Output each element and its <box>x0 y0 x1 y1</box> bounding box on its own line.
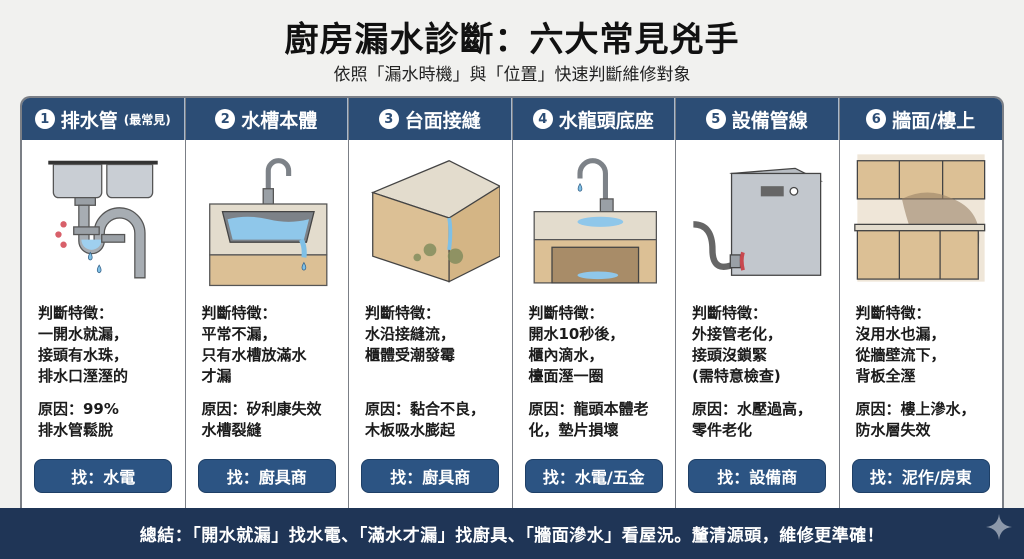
faucet-base-illustration <box>513 140 676 295</box>
column-header: 1 排水管 (最常見) <box>22 98 185 140</box>
sparkle-icon <box>986 514 1012 540</box>
column-countertop-seam: 3 台面接縫 判斷特徵： 水沿接縫流， 櫃體受潮發霉 原因：黏合不良 <box>349 98 513 508</box>
column-title: 排水管 <box>60 109 118 132</box>
column-header: 3 台面接縫 <box>349 98 512 140</box>
cause-text: 原因：龍頭本體老 化，墊片損壞 <box>528 400 649 439</box>
overflowing-sink-illustration <box>186 140 349 295</box>
find-plumber-hardware-button[interactable]: 找：水電/五金 <box>524 459 663 493</box>
column-header: 2 水槽本體 <box>185 98 348 140</box>
features-text: 判斷特徵： 外接管老化， 接頭沒鎖緊 (需特意檢查) <box>692 304 783 385</box>
find-equipment-vendor-button[interactable]: 找：設備商 <box>688 459 827 493</box>
column-title: 牆面/樓上 <box>892 109 976 132</box>
number-badge: 2 <box>215 109 236 129</box>
summary-banner: 總結：「開水就漏」找水電、「滿水才漏」找廚具、「牆面滲水」看屋況。釐清源頭，維修… <box>0 508 1024 559</box>
column-wall-upstairs: 6 牆面/樓上 判斷特徵： 沒用水也漏， 從牆壁流下， 背板全溼 <box>839 98 1003 508</box>
find-plumber-button[interactable]: 找：水電 <box>34 459 173 493</box>
page-subtitle: 依照「漏水時機」與「位置」快速判斷維修對象 <box>333 65 691 85</box>
dishwasher-hose-illustration <box>676 140 839 295</box>
features-text: 判斷特徵： 水沿接縫流， 櫃體受潮發霉 <box>365 304 456 364</box>
diagnosis-table: 1 排水管 (最常見) <box>20 96 1004 508</box>
find-kitchen-vendor-button[interactable]: 找：廚具商 <box>361 459 500 493</box>
column-title: 台面接縫 <box>404 109 481 132</box>
find-mason-landlord-button[interactable]: 找：泥作/房東 <box>851 459 990 493</box>
number-badge: 4 <box>532 109 553 129</box>
column-title: 設備管線 <box>731 109 808 132</box>
cause-text: 原因：矽利康失效 水槽裂縫 <box>201 400 322 439</box>
column-faucet-base: 4 水龍頭底座 判斷特徵： 開水10秒後， 櫃內滴水， <box>512 98 676 508</box>
number-badge: 1 <box>34 109 55 129</box>
column-drain-pipe: 1 排水管 (最常見) <box>22 98 186 508</box>
cause-text: 原因：99% 排水管鬆脫 <box>38 400 119 439</box>
column-sink-body: 2 水槽本體 判斷特徵： 平常不漏， 只有水槽放滿水 <box>185 98 349 508</box>
number-badge: 5 <box>705 109 726 129</box>
column-header: 4 水龍頭底座 <box>512 98 675 140</box>
column-note: (最常見) <box>123 112 171 127</box>
cause-text: 原因：黏合不良， 木板吸水膨起 <box>365 400 486 439</box>
features-text: 判斷特徵： 平常不漏， 只有水槽放滿水 才漏 <box>201 304 307 385</box>
column-header: 6 牆面/樓上 <box>839 98 1002 140</box>
column-title: 水龍頭底座 <box>558 109 654 132</box>
leaking-drain-pipe-illustration <box>22 140 185 295</box>
column-equipment-hose: 5 設備管線 判斷特徵： 外接管老化， 接頭沒鎖緊 (需特意檢查) <box>676 98 840 508</box>
column-header: 5 設備管線 <box>676 98 839 140</box>
features-text: 判斷特徵： 開水10秒後， 櫃內滴水， 檯面溼一圈 <box>528 304 625 385</box>
column-title: 水槽本體 <box>241 109 318 132</box>
page-title: 廚房漏水診斷：六大常見兇手 <box>284 20 740 60</box>
find-kitchen-vendor-button[interactable]: 找：廚具商 <box>197 459 336 493</box>
cause-text: 原因：樓上滲水， 防水層失效 <box>855 400 976 439</box>
number-badge: 6 <box>866 109 887 129</box>
features-text: 判斷特徵： 一開水就漏， 接頭有水珠， 排水口溼溼的 <box>38 304 129 385</box>
number-badge: 3 <box>378 109 399 129</box>
features-text: 判斷特徵： 沒用水也漏， 從牆壁流下， 背板全溼 <box>855 304 946 385</box>
wall-stain-illustration <box>840 140 1003 295</box>
cause-text: 原因：水壓過高， 零件老化 <box>692 400 813 439</box>
countertop-seam-illustration <box>349 140 512 295</box>
